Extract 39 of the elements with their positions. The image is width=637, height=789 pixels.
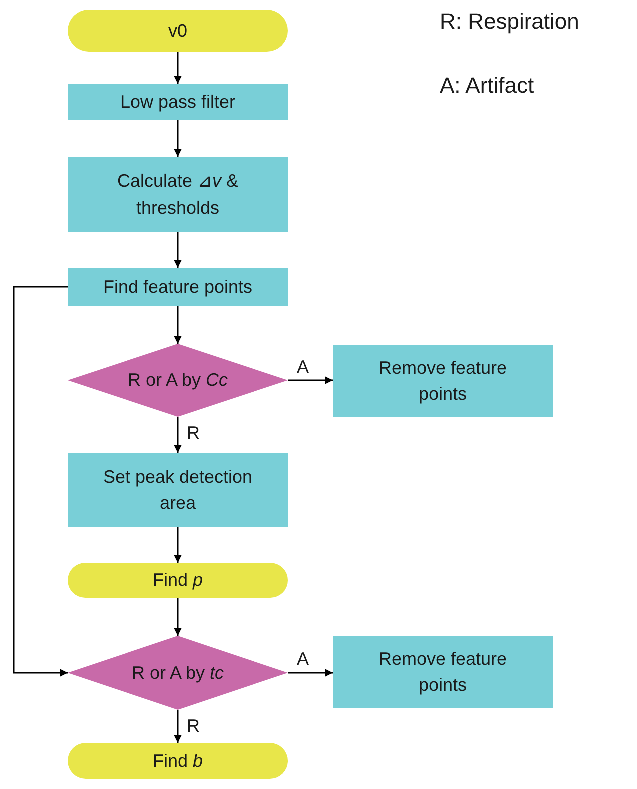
process-box (333, 636, 553, 708)
node-text: Calculate ⊿v & thresholds (116, 170, 240, 220)
arrow (174, 232, 182, 268)
node-text: Find p (152, 569, 204, 592)
process-box (68, 157, 288, 232)
node-text: Find b (152, 750, 204, 773)
process-box (333, 345, 553, 417)
arrow (174, 598, 182, 636)
edge-label: R (186, 717, 201, 735)
legend-note: A: Artifact (440, 72, 536, 100)
arrow (288, 669, 333, 677)
arrow (174, 120, 182, 157)
node-text: v0 (167, 20, 188, 43)
arrow (174, 417, 182, 453)
process-box (68, 268, 288, 306)
arrow (174, 527, 182, 563)
process-box (68, 84, 288, 120)
terminal-shape (68, 743, 288, 779)
node-text: R or A by Cc (126, 369, 230, 392)
edge-label: R (186, 424, 201, 442)
node-text: Remove feature points (378, 356, 508, 406)
node-text: R or A by tc (130, 662, 226, 685)
arrow (174, 52, 182, 84)
node-text: Remove feature points (378, 648, 508, 697)
legend-note: R: Respiration (440, 8, 580, 36)
arrow (13, 286, 68, 677)
terminal-shape (68, 563, 288, 598)
process-box (68, 453, 288, 527)
node-text: Low pass filter (119, 90, 237, 114)
edge-label: A (296, 650, 310, 668)
arrow (288, 376, 333, 384)
decision-diamond (68, 344, 288, 417)
edge-label: A (296, 358, 310, 376)
node-text: Find feature points (102, 276, 254, 299)
arrow (174, 710, 182, 743)
decision-diamond (68, 636, 288, 710)
terminal-shape (68, 10, 288, 52)
node-text: Set peak detection area (102, 466, 254, 515)
arrow (174, 306, 182, 344)
